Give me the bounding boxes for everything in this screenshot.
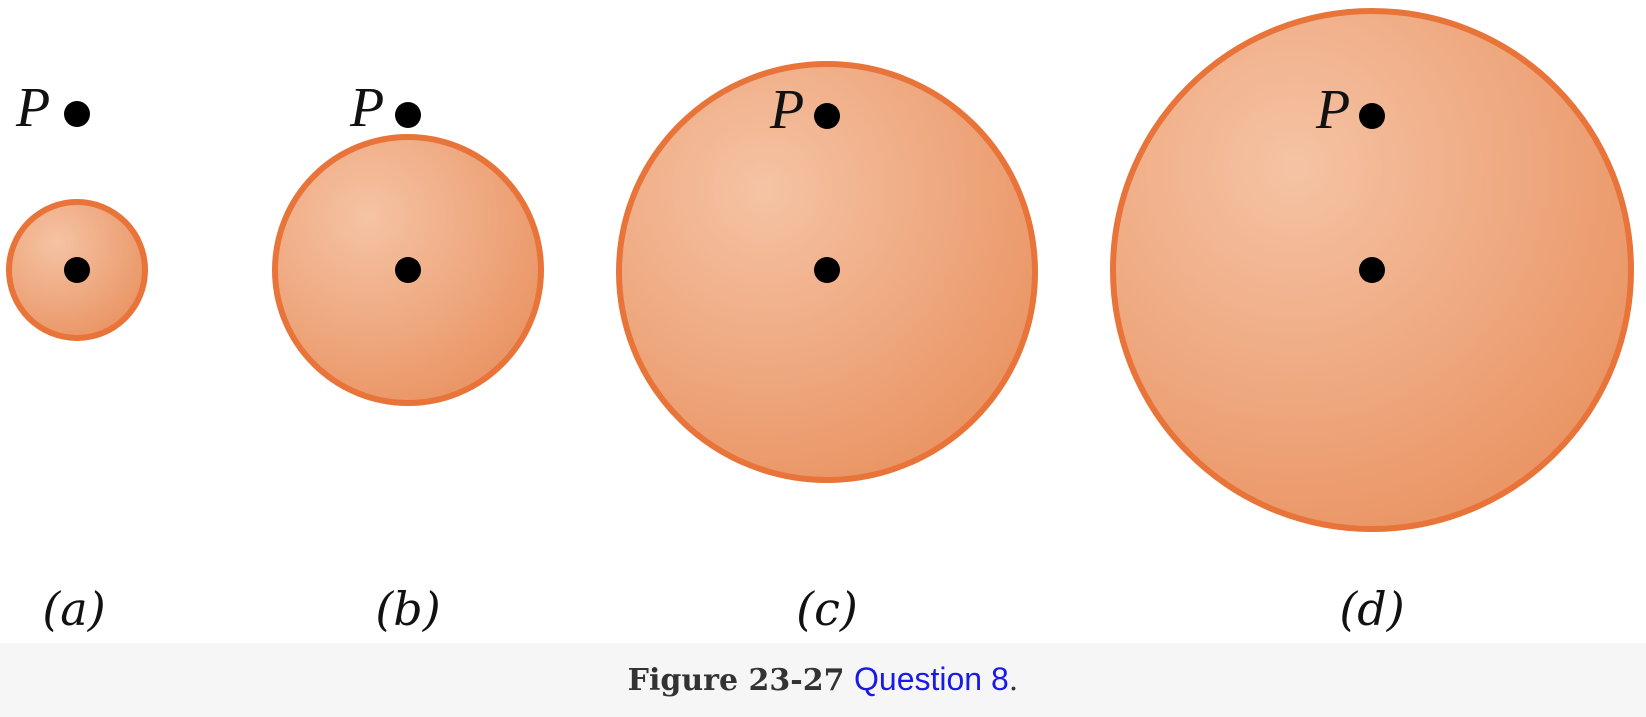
point-p-label-c: P xyxy=(769,79,804,141)
part-label-c: (c) xyxy=(796,582,858,636)
point-p-dot-c xyxy=(814,103,840,129)
point-p-label-d: P xyxy=(1315,79,1350,141)
figure-diagram: P (a) P (b) P (c) P (d) xyxy=(6,8,1634,636)
sphere-b-group: P (b) xyxy=(272,77,544,636)
point-p-dot-a xyxy=(64,101,90,127)
caption-figure-number: Figure 23-27 xyxy=(627,663,845,698)
point-p-label-a: P xyxy=(15,77,50,139)
sphere-d-center-dot xyxy=(1359,257,1385,283)
point-p-label-b: P xyxy=(349,77,384,139)
part-label-b: (b) xyxy=(375,582,440,636)
sphere-c-group: P (c) xyxy=(616,61,1038,636)
sphere-a-group: P (a) xyxy=(6,77,148,636)
point-p-dot-d xyxy=(1359,103,1385,129)
question-link[interactable]: Question 8 xyxy=(854,661,1009,697)
part-label-a: (a) xyxy=(42,582,105,636)
figure-panel: P (a) P (b) P (c) P (d) xyxy=(6,8,1634,636)
sphere-d-group: P (d) xyxy=(1110,8,1634,636)
figure-caption: Figure 23-27 Question 8. xyxy=(0,643,1646,716)
caption-period: . xyxy=(1008,663,1019,698)
sphere-a-center-dot xyxy=(64,257,90,283)
point-p-dot-b xyxy=(395,102,421,128)
sphere-b-center-dot xyxy=(395,257,421,283)
part-label-d: (d) xyxy=(1339,582,1404,636)
sphere-c-center-dot xyxy=(814,257,840,283)
